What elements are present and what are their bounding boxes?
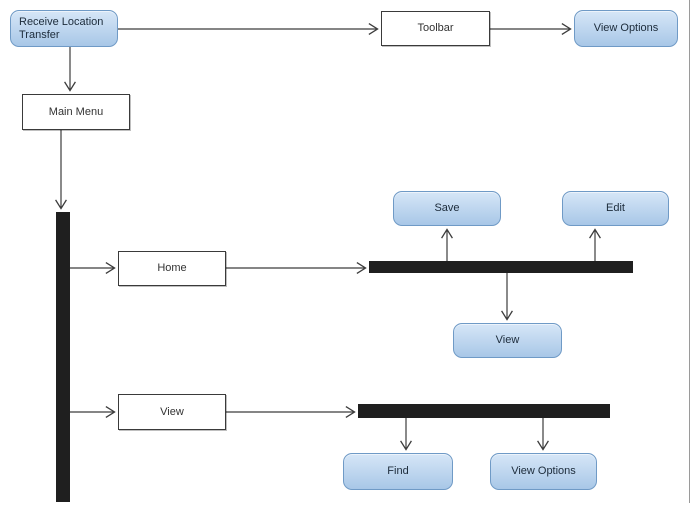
node-view-menu[interactable]: View bbox=[118, 394, 226, 430]
node-find[interactable]: Find bbox=[343, 453, 453, 490]
fork-bar-view[interactable] bbox=[358, 404, 610, 418]
node-label: View Options bbox=[511, 465, 576, 477]
page-border bbox=[689, 0, 690, 503]
fork-bar-home[interactable] bbox=[369, 261, 633, 273]
node-save[interactable]: Save bbox=[393, 191, 501, 226]
node-label: Toolbar bbox=[417, 22, 454, 34]
node-label: Main Menu bbox=[48, 105, 104, 118]
node-home[interactable]: Home bbox=[118, 251, 226, 286]
node-label: View Options bbox=[593, 22, 659, 34]
node-edit[interactable]: Edit bbox=[562, 191, 669, 226]
node-main-menu[interactable]: Main Menu bbox=[22, 94, 130, 130]
fork-bar-vertical[interactable] bbox=[56, 212, 70, 502]
node-label: View bbox=[495, 334, 520, 346]
node-receive-location-transfer[interactable]: Receive Location Transfer bbox=[10, 10, 118, 47]
node-view-options-bottom[interactable]: View Options bbox=[490, 453, 597, 490]
node-label: Save bbox=[434, 202, 460, 214]
node-label: View bbox=[160, 405, 184, 418]
node-label: Find bbox=[387, 465, 409, 477]
node-label: Home bbox=[157, 262, 187, 274]
node-label: Receive Location Transfer bbox=[19, 15, 104, 41]
node-toolbar[interactable]: Toolbar bbox=[381, 11, 490, 46]
node-view-action[interactable]: View bbox=[453, 323, 562, 358]
node-label: Edit bbox=[606, 202, 625, 214]
node-view-options-top[interactable]: View Options bbox=[574, 10, 678, 47]
